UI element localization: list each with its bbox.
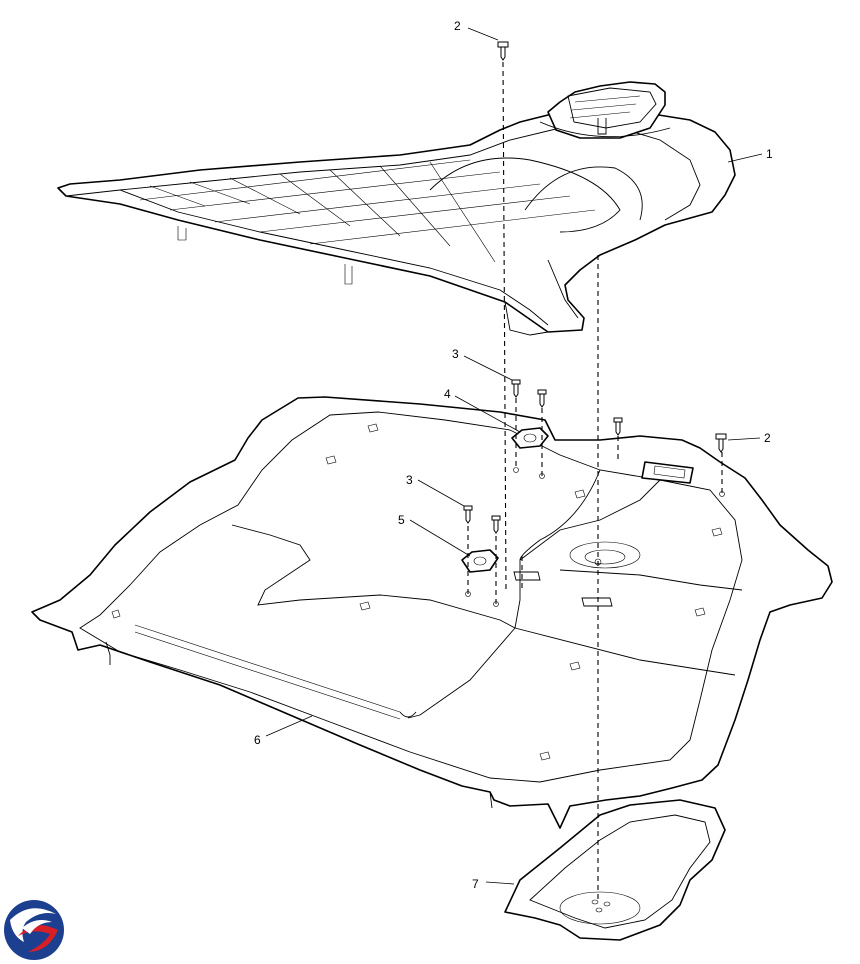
screws	[463, 41, 727, 534]
part-1-upper-trim-panel	[57, 81, 736, 336]
callout-2-top: 2	[454, 19, 461, 33]
assembly-lines	[465, 61, 725, 900]
part-5-bracket	[461, 549, 499, 573]
callout-5: 5	[398, 513, 405, 527]
brand-logo-icon	[4, 900, 64, 960]
part-4-bracket	[511, 427, 549, 449]
callout-6: 6	[254, 733, 261, 747]
callout-1: 1	[766, 147, 773, 161]
callout-7: 7	[472, 877, 479, 891]
callout-3-lower: 3	[406, 473, 413, 487]
callout-labels: 2 1 3 4 2 3 5 6 7	[254, 19, 773, 891]
callout-2-right: 2	[764, 431, 771, 445]
callout-3-upper: 3	[452, 347, 459, 361]
leader-lines	[265, 27, 763, 885]
callout-4: 4	[444, 387, 451, 401]
part-6-floor-panel	[31, 396, 833, 829]
part-7-lower-tray	[504, 799, 726, 941]
